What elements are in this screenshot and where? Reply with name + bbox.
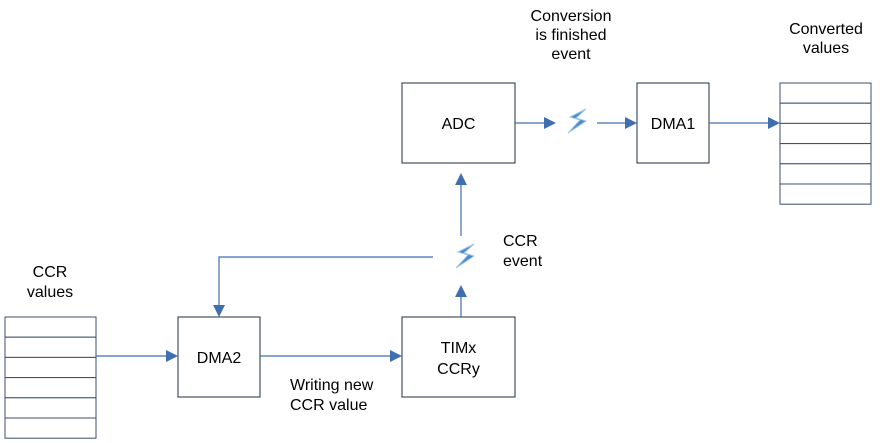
converted-values-row [779, 143, 872, 165]
ccr-values-to-dma2-arrowhead [166, 350, 178, 362]
ccr-values-row [4, 356, 97, 379]
adc-to-event-arrowhead [544, 117, 556, 129]
dma1-block: DMA1 [636, 82, 710, 164]
event-to-adc-arrowhead [455, 173, 467, 185]
ccr-event-label: CCR event [503, 233, 543, 270]
converted-values-memory [779, 82, 872, 205]
conversion-event-line3: event [551, 46, 591, 63]
adc-label: ADC [442, 116, 476, 133]
ccr-values-row [4, 316, 97, 338]
ccr-values-row [4, 397, 97, 419]
converted-values-row [779, 122, 872, 145]
timer-label-line2: CCRy [437, 361, 480, 378]
writing-new-ccr-label: Writing new CCR value [290, 377, 374, 414]
event-to-dma2-loop-arrow [218, 256, 433, 306]
conversion-event-line1: Conversion [531, 8, 612, 25]
conversion-event-line2: is finished [535, 27, 606, 44]
ccr-values-row [4, 336, 97, 358]
timer-block: TIMx CCRy [401, 316, 516, 398]
event-to-dma1-arrowhead [625, 117, 637, 129]
ccr-event-line2: event [503, 253, 543, 270]
converted-values-row [779, 183, 872, 205]
timer-to-event-arrowhead [455, 285, 467, 297]
adc-block: ADC [401, 82, 516, 164]
dma2-block: DMA2 [177, 316, 261, 398]
dma2-label: DMA2 [197, 350, 242, 367]
writing-new-line2: CCR value [290, 397, 367, 414]
ccr-values-label: CCR values [27, 264, 73, 301]
ccr-values-memory [4, 316, 97, 439]
ccr-event-bolt-icon [455, 243, 475, 269]
ccr-values-line1: CCR [33, 264, 68, 281]
conversion-event-bolt-icon [567, 108, 587, 134]
writing-new-line1: Writing new [290, 377, 374, 394]
ccr-values-row [4, 417, 97, 439]
converted-values-row [779, 82, 872, 104]
converted-values-row [779, 102, 872, 124]
converted-values-row [779, 163, 872, 185]
converted-values-line2: values [803, 40, 849, 57]
ccr-event-line1: CCR [503, 233, 538, 250]
event-to-dma2-loop-arrowhead [213, 305, 225, 317]
timer-label-line1: TIMx [441, 340, 477, 357]
ccr-values-line2: values [27, 284, 73, 301]
dma2-to-timer-arrowhead [390, 350, 402, 362]
ccr-values-row [4, 377, 97, 399]
converted-values-label: Converted values [789, 21, 863, 57]
converted-values-line1: Converted [789, 21, 863, 38]
dma1-label: DMA1 [651, 116, 696, 133]
dma1-to-converted-arrowhead [768, 117, 780, 129]
conversion-event-label: Conversion is finished event [531, 8, 612, 63]
